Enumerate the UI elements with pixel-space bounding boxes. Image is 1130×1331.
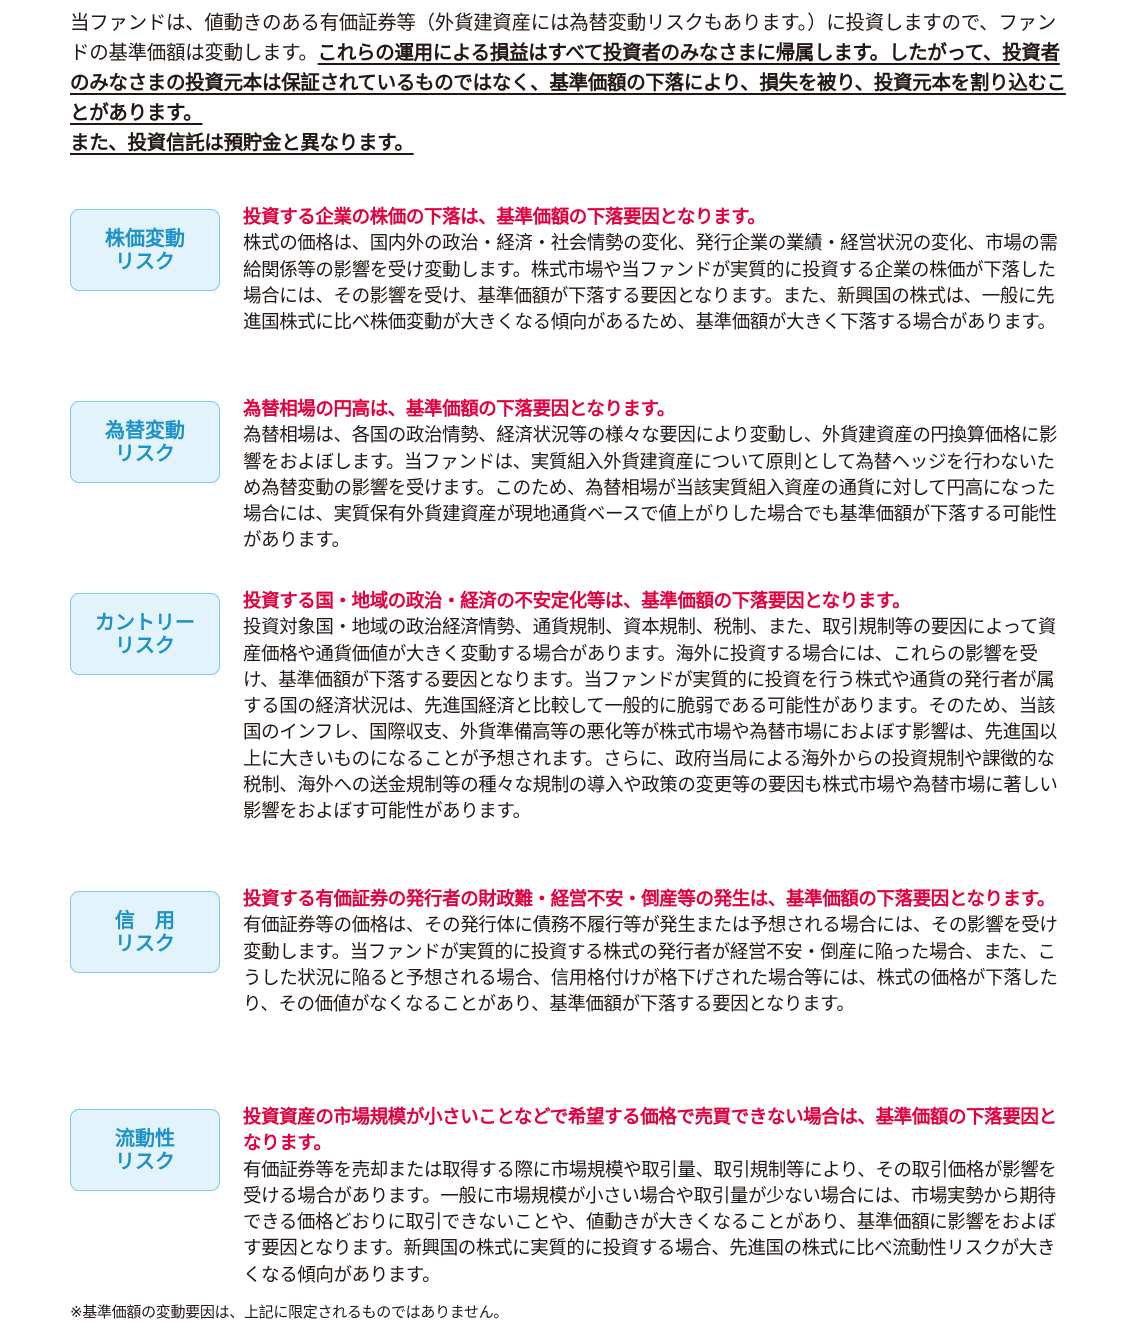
risk-description: 投資する国・地域の政治・経済の不安定化等は、基準価額の下落要因となります。 投資… [243,589,1068,826]
risk-text: 株式の価格は、国内外の政治・経済・社会情勢の変化、発行企業の業績・経営状況の変化… [243,233,1058,334]
risk-label-line1: 株価変動 [105,226,185,250]
risk-label-line1: 為替変動 [105,418,185,442]
risk-text: 有価証券等を売却または取得する際に市場規模や取引量、取引規制等により、その取引価… [243,1159,1057,1286]
risk-headline: 投資する企業の株価の下落は、基準価額の下落要因となります。 [243,207,766,228]
risk-label-box: 株価変動 リスク [70,209,220,291]
intro-plain-text: 当ファンドは、値動きのある有価証券等（外貨建資産には為替変動リスクもあります。）… [70,11,1056,64]
risk-description: 為替相場の円高は、基準価額の下落要因となります。 為替相場は、各国の政治情勢、経… [243,397,1068,555]
footnote: ※基準価額の変動要因は、上記に限定されるものではありません。 [70,1303,509,1321]
risk-label-box: 流動性 リスク [70,1109,220,1191]
intro-emphasis-deposit-text: また、投資信託は預貯金と異なります。 [70,131,414,154]
risk-label-box: カントリー リスク [70,593,220,675]
risk-headline: 投資する国・地域の政治・経済の不安定化等は、基準価額の下落要因となります。 [243,591,911,612]
risk-label-box: 為替変動 リスク [70,401,220,483]
risk-label-line2: リスク [115,441,175,465]
risk-description: 投資資産の市場規模が小さいことなどで希望する価格で売買できない場合は、基準価額の… [243,1105,1068,1289]
risk-description: 投資する有価証券の発行者の財政難・経営不安・倒産等の発生は、基準価額の下落要因と… [243,887,1068,1018]
risk-text: 為替相場は、各国の政治情勢、経済状況等の様々な要因により変動し、外貨建資産の円換… [243,425,1058,552]
risk-label-line2: リスク [115,633,175,657]
risk-text: 有価証券等の価格は、その発行体に債務不履行等が発生または予想される場合には、その… [243,915,1058,1016]
risk-label-line1: 信 用 [115,908,175,932]
intro-emphasis-text: これらの運用による損益はすべて投資者のみなさまに帰属します。したがって、投資者の… [70,41,1066,124]
risk-headline: 為替相場の円高は、基準価額の下落要因となります。 [243,399,675,420]
risk-label-line2: リスク [115,1149,175,1173]
risk-label-line2: リスク [115,249,175,273]
risk-description: 投資する企業の株価の下落は、基準価額の下落要因となります。 株式の価格は、国内外… [243,205,1068,336]
risk-label-line1: カントリー [95,610,195,634]
risk-headline: 投資する有価証券の発行者の財政難・経営不安・倒産等の発生は、基準価額の下落要因と… [243,889,1056,910]
risk-label-line2: リスク [115,931,175,955]
risk-label-line1: 流動性 [115,1126,175,1150]
risk-label-box: 信 用 リスク [70,891,220,973]
risk-headline: 投資資産の市場規模が小さいことなどで希望する価格で売買できない場合は、基準価額の… [243,1107,1057,1155]
risk-text: 投資対象国・地域の政治経済情勢、通貨規制、資本規制、税制、また、取引規制等の要因… [243,617,1058,823]
intro-paragraph: 当ファンドは、値動きのある有価証券等（外貨建資産には為替変動リスクもあります。）… [70,8,1075,158]
